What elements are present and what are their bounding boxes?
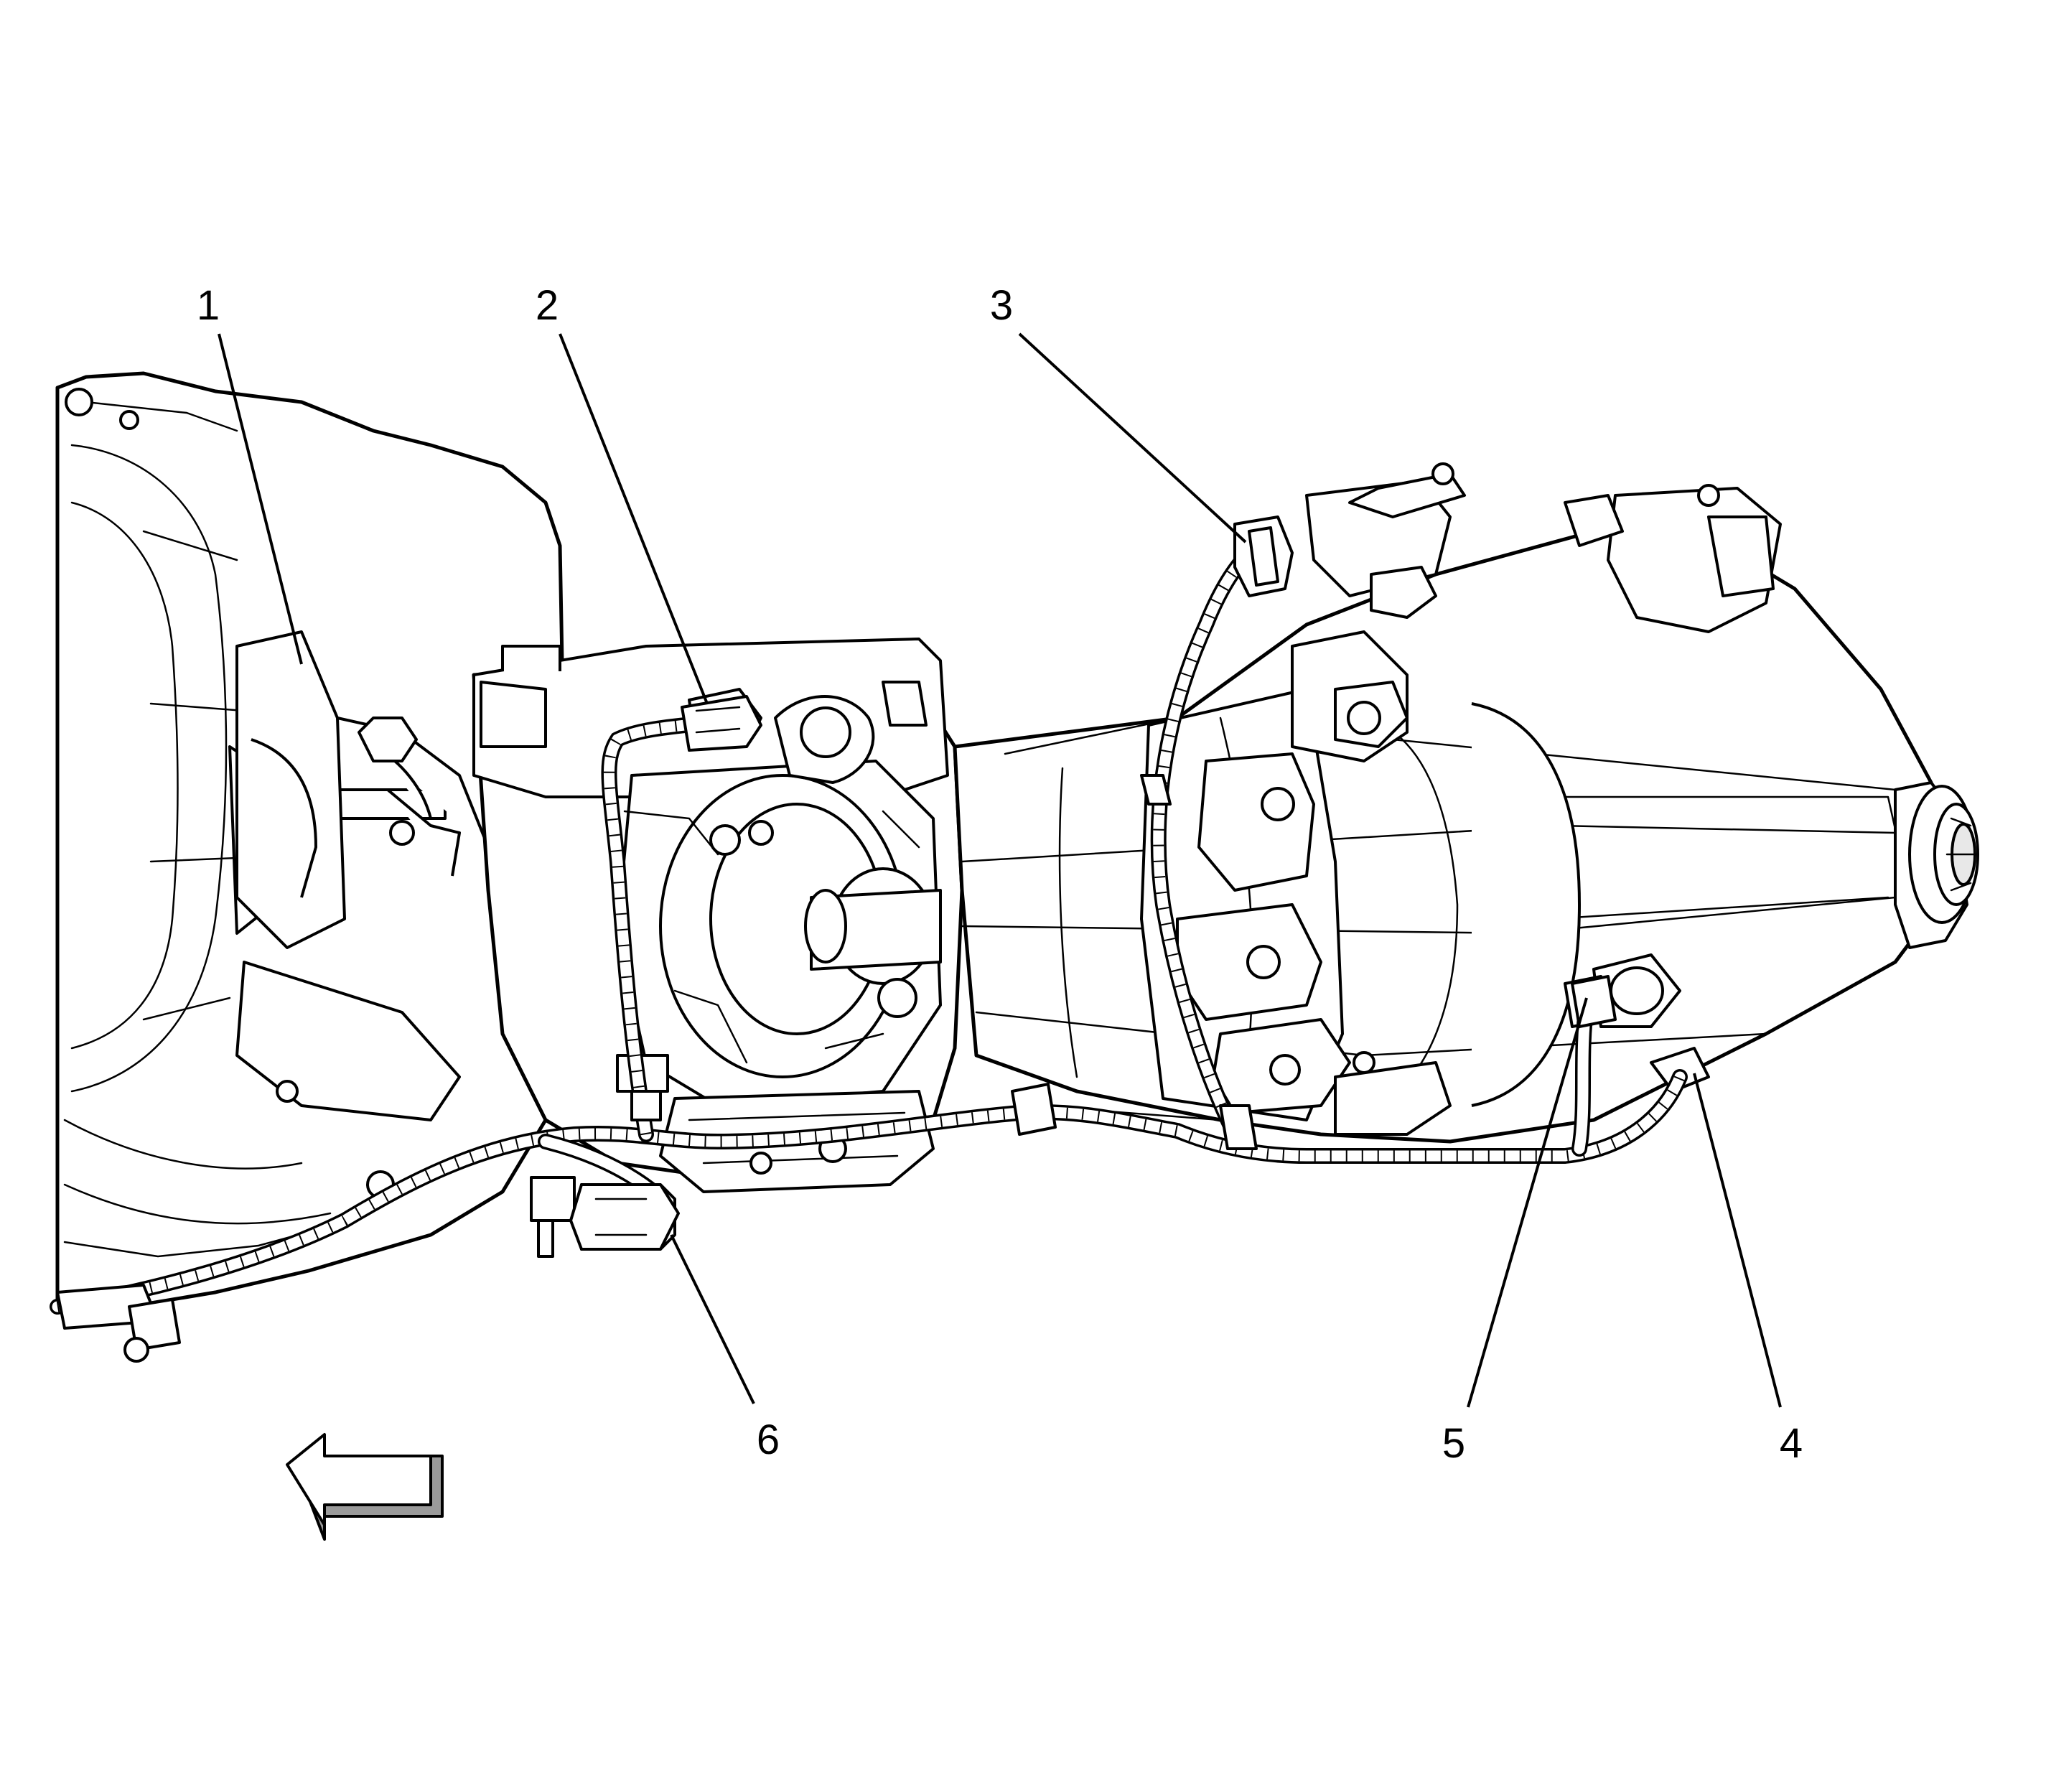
leader-line-2 (559, 333, 709, 704)
electrical-connector-5 (1571, 975, 1617, 1028)
leader-line-4 (1693, 1073, 1782, 1408)
callout-leaders (218, 332, 1782, 1408)
callout-label-6: 6 (757, 1417, 780, 1463)
callout-label-1: 1 (197, 282, 220, 329)
electrical-connector-2 (681, 695, 762, 752)
transfer-case (953, 462, 1979, 1144)
callout-label-5: 5 (1442, 1420, 1465, 1467)
electrical-connector-3 (1233, 515, 1294, 597)
electrical-connector-6 (569, 1183, 680, 1251)
leader-line-1 (218, 333, 303, 665)
callout-labels: 1 2 3 4 5 6 (197, 282, 1803, 1467)
leader-line-6 (670, 1234, 755, 1404)
arrow-left-icon (286, 1433, 444, 1541)
callout-label-4: 4 (1780, 1420, 1803, 1467)
callout-label-3: 3 (990, 282, 1013, 329)
callout-label-2: 2 (536, 282, 559, 329)
wiring-harness (50, 545, 1688, 1363)
adapter-housing (472, 638, 964, 1258)
transmission-bell-housing (55, 371, 569, 1309)
leader-line-5 (1467, 997, 1588, 1408)
leader-line-3 (1018, 332, 1247, 543)
